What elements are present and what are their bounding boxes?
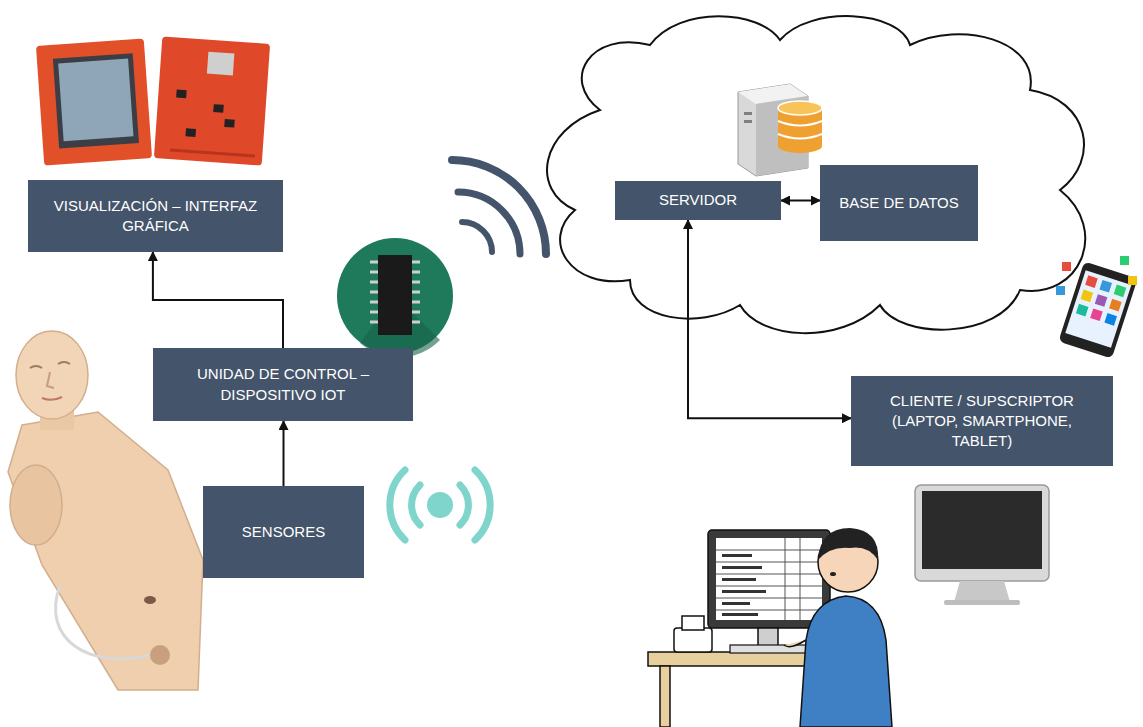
chip-icon [337, 238, 453, 358]
wifi-signal [452, 160, 546, 254]
desktop-monitor [915, 485, 1049, 605]
sensor-signal [390, 470, 490, 540]
database-box: BASE DE DATOS [820, 165, 978, 241]
control-unit-box: UNIDAD DE CONTROL – DISPOSITIVO IOT [153, 348, 413, 421]
cloud-outline [547, 16, 1085, 333]
person-at-computer [648, 528, 892, 727]
box-label: VISUALIZACIÓN – INTERFAZ GRÁFICA [38, 196, 273, 237]
box-label: CLIENTE / SUPSCRIPTOR (LAPTOP, SMARTPHON… [861, 391, 1103, 452]
connector-arrow [283, 421, 285, 486]
connector-arrow [781, 200, 820, 202]
app-icons [1056, 256, 1137, 295]
box-label: SERVIDOR [659, 190, 737, 210]
display-box: VISUALIZACIÓN – INTERFAZ GRÁFICA [28, 180, 283, 252]
box-label: SENSORES [242, 522, 325, 542]
server-box: SERVIDOR [615, 181, 781, 220]
server-icon [738, 84, 822, 176]
lcd-board [36, 38, 152, 165]
shield-board [154, 36, 270, 165]
smartphone-icon [1058, 261, 1137, 358]
sensor-box: SENSORES [203, 486, 364, 578]
box-label: UNIDAD DE CONTROL – DISPOSITIVO IOT [163, 364, 403, 405]
connector-arrow [688, 220, 851, 418]
box-label: BASE DE DATOS [839, 193, 958, 213]
client-box: CLIENTE / SUPSCRIPTOR (LAPTOP, SMARTPHON… [851, 376, 1113, 466]
connector-arrow [153, 252, 283, 348]
